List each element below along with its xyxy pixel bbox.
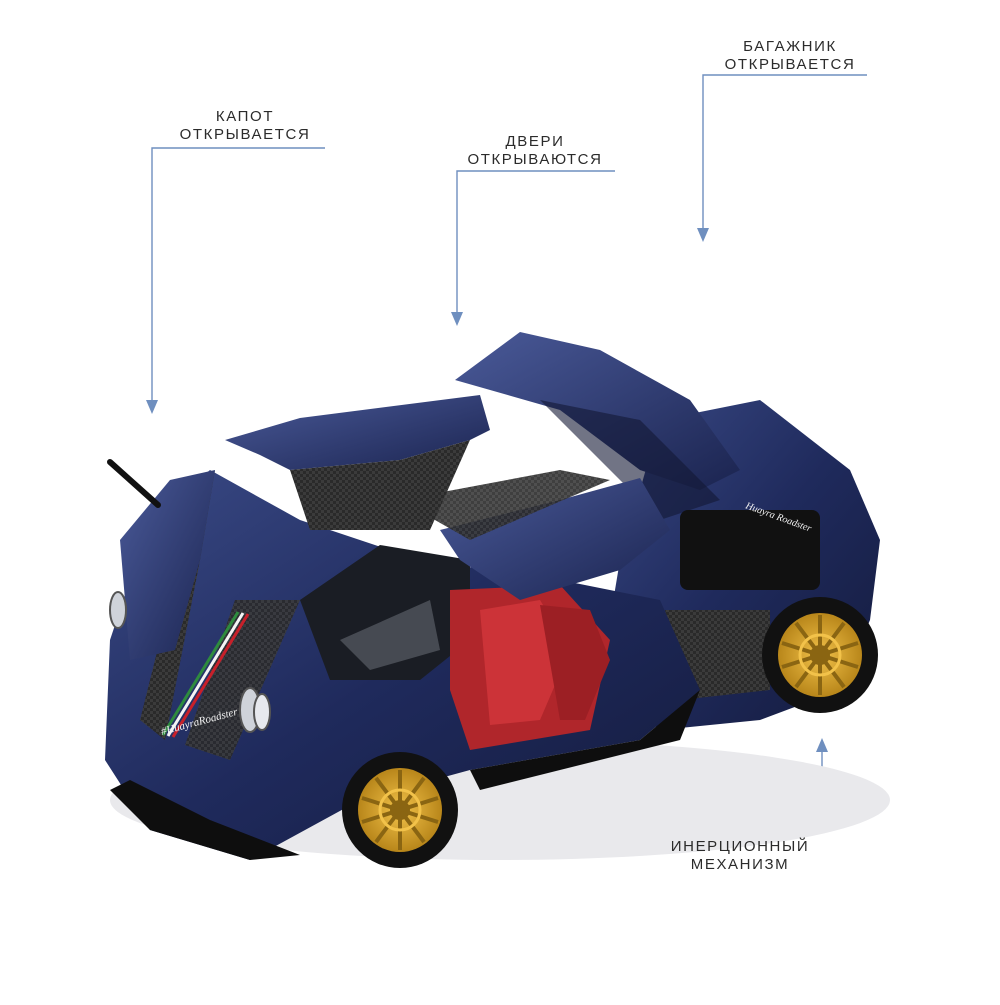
callout-hood (146, 147, 325, 414)
annotation-trunk-line1: БАГАЖНИК (743, 38, 837, 55)
annotation-doors: ДВЕРИ ОТКРЫВАЮТСЯ (450, 133, 620, 169)
windshield (300, 545, 470, 680)
annotation-trunk: БАГАЖНИК ОТКРЫВАЕТСЯ (705, 38, 875, 74)
engine-cover (455, 332, 740, 490)
front-hood (120, 470, 215, 660)
annotation-inertia-line2: МЕХАНИЗМ (690, 856, 790, 873)
annotation-inertia: ИНЕРЦИОННЫЙ МЕХАНИЗМ (650, 838, 830, 874)
front-splitter (110, 780, 300, 860)
annotation-hood-line1: КАПОТ (215, 108, 275, 125)
arrow-up-icon (816, 738, 828, 752)
annotation-doors-line2: ОТКРЫВАЮТСЯ (467, 151, 603, 168)
annotation-hood-line2: ОТКРЫВАЕТСЯ (179, 126, 311, 143)
callout-doors (451, 170, 615, 326)
engine-bay (680, 510, 820, 590)
wheel-rear (762, 597, 878, 713)
headlight-left (239, 687, 271, 733)
door-right (440, 478, 670, 600)
annotation-trunk-line2: ОТКРЫВАЕТСЯ (724, 56, 856, 73)
arrow-down-icon (451, 312, 463, 326)
side-skirt (470, 690, 700, 790)
callout-trunk (697, 74, 867, 242)
annotation-hood: КАПОТ ОТКРЫВАЕТСЯ (160, 108, 330, 144)
annotation-inertia-line1: ИНЕРЦИОННЫЙ (670, 838, 810, 855)
headlight-right (109, 591, 127, 629)
arrow-down-icon (697, 228, 709, 242)
arrow-down-icon (146, 400, 158, 414)
annotation-doors-line1: ДВЕРИ (505, 133, 565, 150)
wheel-front (342, 752, 458, 868)
mirror-left (107, 459, 161, 508)
door-left (225, 395, 490, 470)
